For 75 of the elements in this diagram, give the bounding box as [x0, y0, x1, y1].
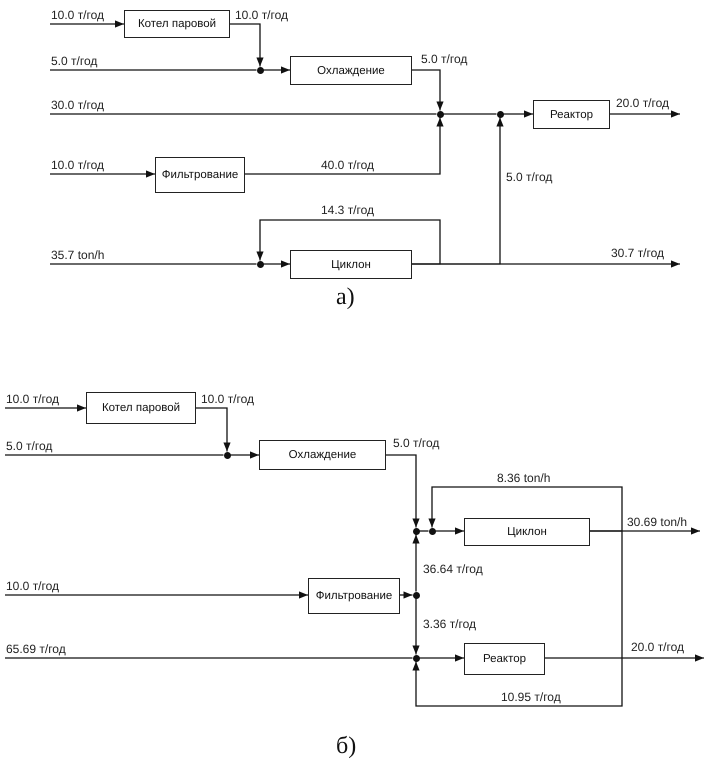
flow-arrow	[5, 404, 86, 412]
process-box: Охлаждение	[259, 440, 386, 470]
process-box: Циклон	[290, 250, 412, 279]
flow-line	[50, 263, 256, 265]
process-box: Реактор	[464, 643, 545, 675]
flow-arrow	[50, 170, 155, 178]
flow-label: 36.64 т/год	[422, 562, 484, 576]
process-box: Охлаждение	[290, 56, 412, 85]
flow-line	[444, 113, 496, 115]
flow-label: 35.7 ton/h	[50, 248, 106, 262]
flow-label: 5.0 т/год	[50, 54, 98, 68]
flow-label: 65.69 т/год	[5, 642, 67, 656]
flow-arrow	[256, 219, 441, 265]
process-box: Фильтрование	[155, 157, 245, 193]
flow-arrow	[5, 591, 308, 599]
flow-label: 30.7 т/год	[610, 246, 666, 260]
junction-dot	[256, 66, 264, 74]
flow-label: 3.36 т/год	[422, 617, 478, 631]
flow-arrow	[412, 260, 680, 268]
flow-arrow	[264, 260, 290, 268]
flow-arrow	[545, 654, 704, 662]
flow-label: 5.0 т/год	[392, 436, 440, 450]
flow-label: 10.0 т/год	[50, 158, 106, 172]
flow-arrow	[412, 598, 420, 654]
flow-label: 10.0 т/год	[234, 8, 290, 22]
flow-label: 20.0 т/год	[630, 640, 686, 654]
flow-arrow	[412, 534, 420, 592]
process-box: Фильтрование	[308, 578, 400, 614]
flow-arrow	[245, 118, 444, 175]
junction-dot	[412, 592, 420, 598]
panel-caption: а)	[336, 284, 355, 310]
flow-label: 8.36 ton/h	[496, 471, 552, 485]
junction-dot	[436, 110, 444, 118]
flow-arrow	[400, 591, 412, 599]
flow-label: 14.3 т/год	[320, 203, 376, 217]
junction-dot	[224, 452, 230, 458]
flow-line	[5, 657, 412, 659]
process-box: Циклон	[464, 518, 590, 546]
flow-label: 10.0 т/год	[5, 392, 60, 406]
flow-arrow	[428, 486, 623, 532]
junction-dot	[496, 110, 504, 118]
flow-arrow	[436, 527, 464, 535]
flow-label: 10.0 т/год	[200, 392, 256, 406]
process-box: Реактор	[533, 100, 610, 129]
flow-line	[50, 69, 256, 71]
flow-label: 10.0 т/год	[5, 579, 60, 593]
flow-line	[50, 113, 436, 115]
flow-line	[5, 454, 224, 456]
flow-arrow	[412, 530, 623, 707]
flow-label: 5.0 т/год	[5, 439, 54, 453]
flow-arrow	[230, 23, 264, 66]
flow-arrow	[504, 110, 533, 118]
panel-caption: б)	[336, 733, 356, 759]
flow-arrow	[264, 66, 290, 74]
flow-arrow	[50, 20, 124, 28]
flow-label: 30.0 т/год	[50, 98, 106, 112]
junction-dot	[412, 528, 420, 534]
process-box: Котел паровой	[124, 10, 230, 38]
flow-arrow	[196, 407, 231, 452]
flow-label: 10.95 т/год	[500, 690, 562, 704]
process-box: Котел паровой	[86, 392, 196, 424]
junction-dot	[412, 654, 420, 662]
flow-label: 5.0 т/год	[505, 170, 554, 184]
flow-arrow	[420, 654, 464, 662]
flow-arrow	[412, 69, 444, 110]
flow-label: 30.69 ton/h	[626, 515, 688, 529]
flow-label: 5.0 т/год	[420, 52, 468, 66]
flow-label: 20.0 т/год	[615, 96, 670, 110]
junction-dot	[428, 528, 436, 534]
junction-dot	[256, 260, 264, 268]
flow-label: 40.0 т/год	[320, 158, 376, 172]
flow-arrow	[610, 110, 680, 118]
flow-arrow	[230, 451, 259, 459]
flow-arrow	[386, 454, 420, 528]
flow-label: 10.0 т/год	[50, 8, 106, 22]
